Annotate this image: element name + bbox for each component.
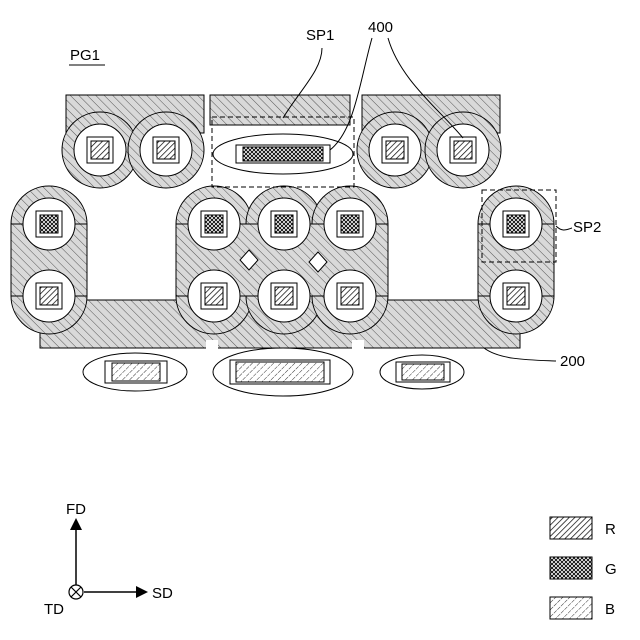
bottom-subpixels	[83, 348, 464, 396]
body-gap-left	[206, 340, 218, 350]
sd-arrowhead-icon	[136, 586, 148, 598]
ref-200-label: 200	[560, 353, 585, 370]
ref-400-label: 400	[368, 19, 393, 36]
legend-swatch-b	[550, 597, 592, 619]
legend: R G B	[550, 517, 617, 619]
legend-label-b: B	[605, 601, 615, 618]
top-middle-block	[210, 95, 350, 125]
ref-200-leader	[484, 348, 556, 361]
axis-sd-label: SD	[152, 585, 173, 602]
legend-label-r: R	[605, 521, 616, 538]
body-gap-right	[352, 340, 364, 350]
fd-arrowhead-icon	[70, 518, 82, 530]
direction-axes	[69, 518, 148, 599]
top-bar-subpixel-g	[243, 147, 323, 161]
axis-fd-label: FD	[66, 501, 86, 518]
figure-label: PG1	[70, 47, 100, 64]
sp1-label: SP1	[306, 27, 334, 44]
axis-td-label: TD	[44, 601, 64, 618]
legend-swatch-r	[550, 517, 592, 539]
legend-swatch-g	[550, 557, 592, 579]
legend-label-g: G	[605, 561, 617, 578]
sp2-leader	[556, 226, 572, 230]
sp2-label: SP2	[573, 219, 601, 236]
